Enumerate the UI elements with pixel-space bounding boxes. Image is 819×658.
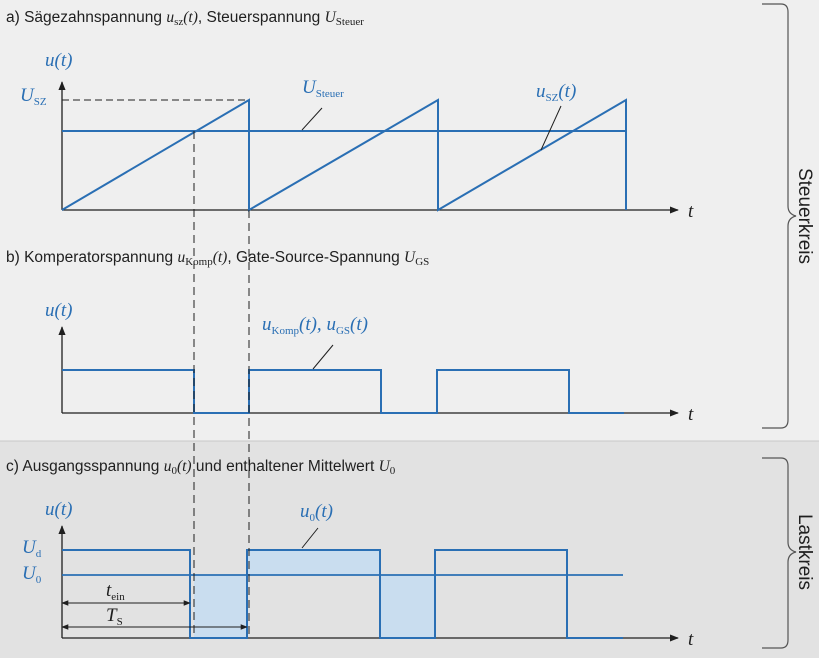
- panel-a-y-label: u(t): [45, 50, 72, 71]
- ud-label: Ud: [22, 537, 42, 560]
- panel-b-y-label: u(t): [45, 300, 72, 321]
- panel-a-caption: a) Sägezahnspannung usz(t), Steuerspannu…: [6, 9, 364, 28]
- steuerkreis-brace: [762, 3, 797, 429]
- lastkreis-label: Lastkreis: [794, 514, 815, 590]
- usz-label: uSZ(t): [536, 81, 576, 104]
- usz-leader: [540, 105, 562, 151]
- panel-b-x-label: t: [688, 404, 694, 425]
- steuerkreis-label: Steuerkreis: [794, 168, 815, 264]
- komp-gs-label: uKomp(t), uGS(t): [262, 314, 368, 337]
- panel-c: c) Ausgangsspannung u0(t) und enthaltene…: [6, 458, 694, 650]
- usteuer-leader: [301, 107, 323, 131]
- panel-a: a) Sägezahnspannung usz(t), Steuerspannu…: [6, 9, 694, 222]
- control-circuit-background: [0, 0, 819, 441]
- panel-b-caption: b) Komperatorspannung uKomp(t), Gate-Sou…: [6, 249, 429, 268]
- lastkreis-brace: [762, 457, 797, 649]
- ts-label: TS: [106, 605, 123, 628]
- area-below-mean-2: [380, 575, 435, 638]
- sawtooth-wave: [61, 98, 627, 212]
- u0-label: U0: [22, 563, 42, 586]
- usz-level-label: USZ: [20, 85, 47, 108]
- panel-b: b) Komperatorspannung uKomp(t), Gate-Sou…: [6, 249, 694, 425]
- panel-c-y-label: u(t): [45, 499, 72, 520]
- komp-leader: [312, 344, 334, 370]
- panel-c-x-label: t: [688, 629, 694, 650]
- tein-label: tein: [106, 580, 125, 603]
- usteuer-label: USteuer: [302, 77, 344, 100]
- panel-a-x-label: t: [688, 201, 694, 222]
- area-below-mean-1: [194, 575, 247, 638]
- u0-leader: [301, 527, 319, 549]
- output-voltage-wave: [62, 549, 623, 639]
- area-above-mean-1: [247, 550, 380, 575]
- panel-c-caption: c) Ausgangsspannung u0(t) und enthaltene…: [6, 458, 396, 477]
- u0t-label: u0(t): [300, 501, 333, 524]
